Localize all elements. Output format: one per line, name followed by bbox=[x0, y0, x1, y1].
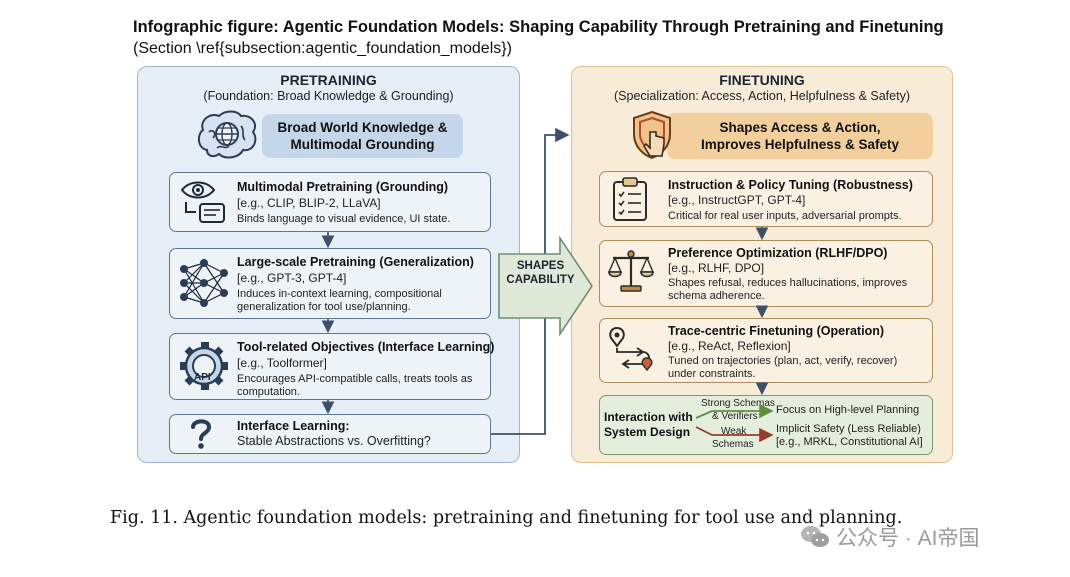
strong-schemas-label-line1: Strong Schemas bbox=[701, 398, 775, 409]
box-examples: [e.g., InstructGPT, GPT-4] bbox=[668, 193, 806, 207]
instruction-tuning-box bbox=[599, 171, 933, 227]
watermark-text: 公众号 · AI帝国 bbox=[836, 527, 980, 550]
figure-title: Infographic figure: Agentic Foundation M… bbox=[133, 18, 944, 36]
box-description: Binds language to visual evidence, UI st… bbox=[237, 213, 451, 225]
box-description: computation. bbox=[237, 386, 300, 398]
box-examples: [e.g., Toolformer] bbox=[237, 356, 327, 370]
wechat-logo-icon bbox=[801, 526, 829, 547]
finetuning-subheading: (Specialization: Access, Action, Helpful… bbox=[614, 89, 910, 103]
interface-learning-box bbox=[169, 414, 491, 454]
interaction-label-line1: Interaction with bbox=[604, 410, 693, 424]
finetuning-hero: Shapes Access & Action, Improves Helpful… bbox=[667, 113, 933, 159]
box-description: under constraints. bbox=[668, 368, 756, 380]
shield-hand-icon bbox=[633, 110, 671, 160]
finetuning-hero-line2: Improves Helpfulness & Safety bbox=[700, 137, 900, 152]
box-title: Large-scale Pretraining (Generalization) bbox=[237, 255, 474, 269]
box-title: Interface Learning: bbox=[237, 419, 350, 433]
pretraining-hero-line1: Broad World Knowledge & bbox=[277, 120, 448, 135]
box-title: Instruction & Policy Tuning (Robustness) bbox=[668, 178, 913, 192]
box-examples: [e.g., GPT-3, GPT-4] bbox=[237, 271, 347, 285]
box-examples: [e.g., ReAct, Reflexion] bbox=[668, 339, 791, 353]
strong-outcome: Focus on High-level Planning bbox=[776, 404, 920, 416]
box-examples: Stable Abstractions vs. Overfitting? bbox=[237, 434, 431, 448]
box-description: Shapes refusal, reduces hallucinations, … bbox=[668, 277, 908, 289]
clipboard-checklist-icon bbox=[613, 177, 647, 221]
weak-schemas-label-line1: Weak bbox=[721, 426, 747, 437]
balance-scale-icon bbox=[607, 250, 655, 292]
finetuning-heading: FINETUNING bbox=[719, 72, 805, 88]
pretraining-subheading: (Foundation: Broad Knowledge & Grounding… bbox=[203, 89, 454, 103]
trace-finetuning-box bbox=[599, 318, 933, 383]
neural-network-icon bbox=[180, 259, 228, 307]
shapes-capability-line2: CAPABILITY bbox=[506, 274, 575, 286]
box-title: Tool-related Objectives (Interface Learn… bbox=[237, 340, 495, 354]
figure-caption: Fig. 11. Agentic foundation models: pret… bbox=[110, 508, 903, 528]
weak-schemas-label-line2: Schemas bbox=[712, 439, 754, 450]
box-title: Preference Optimization (RLHF/DPO) bbox=[668, 246, 888, 260]
interaction-label-line2: System Design bbox=[604, 425, 691, 439]
brain-globe-icon bbox=[197, 110, 257, 159]
question-mark-icon bbox=[191, 419, 212, 449]
finetuning-hero-line1: Shapes Access & Action, bbox=[719, 120, 881, 135]
route-trajectory-icon bbox=[609, 326, 653, 372]
preference-optimization-box bbox=[599, 240, 933, 307]
box-description: schema adherence. bbox=[668, 290, 765, 302]
pretraining-heading: PRETRAINING bbox=[280, 72, 377, 88]
box-examples: [e.g., RLHF, DPO] bbox=[668, 261, 765, 275]
gear-api-icon bbox=[180, 342, 228, 390]
pretraining-hero: Broad World Knowledge & Multimodal Groun… bbox=[262, 114, 463, 158]
box-description: Tuned on trajectories (plan, act, verify… bbox=[668, 355, 898, 367]
box-description: generalization for tool use/planning. bbox=[237, 301, 411, 313]
box-title: Trace-centric Finetuning (Operation) bbox=[668, 324, 884, 338]
weak-outcome-line1: Implicit Safety (Less Reliable) bbox=[776, 423, 921, 435]
shapes-capability-label: SHAPES CAPABILITY bbox=[503, 259, 578, 287]
api-label: API bbox=[194, 372, 211, 383]
large-scale-pretraining-box bbox=[169, 248, 491, 319]
box-description: Induces in-context learning, composition… bbox=[237, 288, 442, 300]
pretraining-hero-line2: Multimodal Grounding bbox=[290, 137, 435, 152]
box-description: Encourages API-compatible calls, treats … bbox=[237, 373, 473, 385]
box-description: Critical for real user inputs, adversari… bbox=[668, 210, 902, 222]
weak-outcome-line2: [e.g., MRKL, Constitutional AI] bbox=[776, 436, 923, 448]
strong-schemas-label-line2: & Verifiers bbox=[712, 411, 758, 422]
eye-chat-icon bbox=[180, 181, 225, 223]
shapes-capability-line1: SHAPES bbox=[516, 260, 565, 272]
figure-subtitle: (Section \ref{subsection:agentic_foundat… bbox=[133, 40, 512, 57]
box-examples: [e.g., CLIP, BLIP-2, LLaVA] bbox=[237, 196, 381, 210]
box-title: Multimodal Pretraining (Grounding) bbox=[237, 180, 449, 194]
